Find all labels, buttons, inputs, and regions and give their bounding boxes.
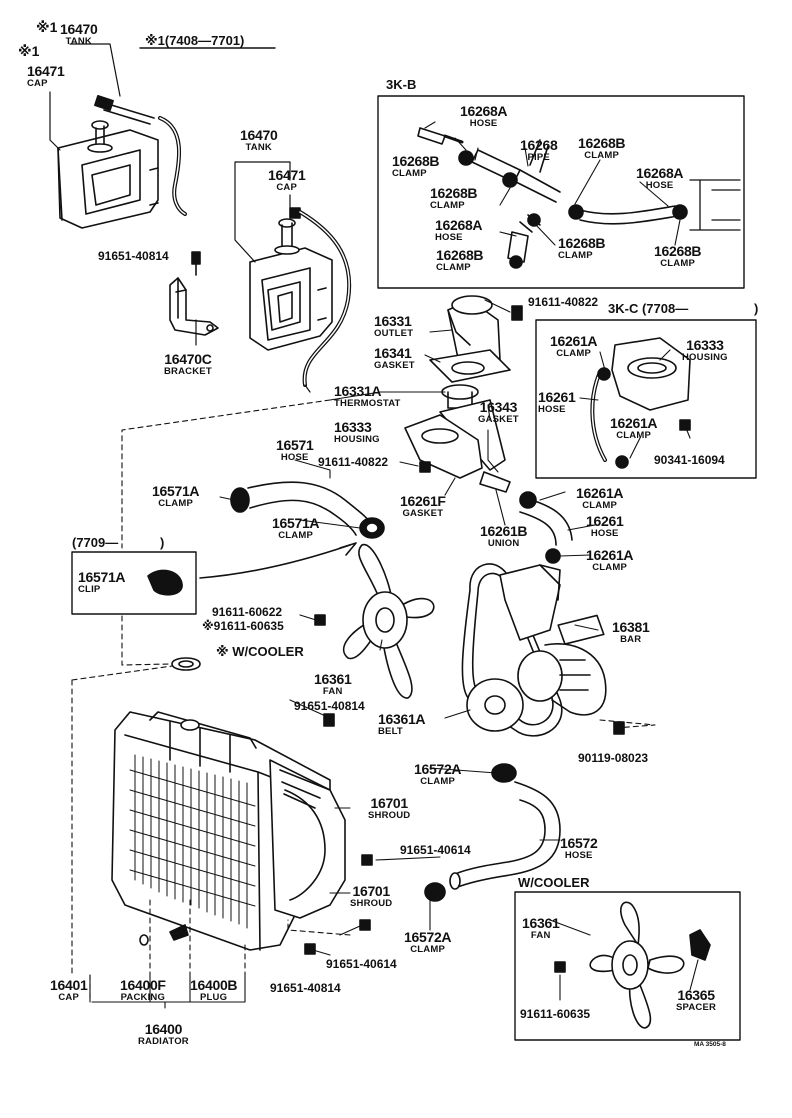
label-91651-40614-b: 91651-40614 <box>326 957 397 971</box>
reserve-tank-early <box>57 94 187 229</box>
radiator-cap-16401 <box>171 657 201 671</box>
note-top-mark-2: ※1 <box>18 43 40 59</box>
label-91651-40814-c: 91651-40814 <box>270 981 341 995</box>
label-91611-60635-b: 91611-60635 <box>520 1007 591 1021</box>
note-w-cooler-box: W/COOLER <box>518 875 590 890</box>
label-91611-40822-a: 91611-40822 <box>528 295 599 309</box>
label-91611-60635-a: ※91611-60635 <box>202 619 284 633</box>
label-91651-40814-a: 91651-40814 <box>98 249 169 263</box>
note-clip-range-a: (7709— <box>72 535 119 550</box>
box-3kc-detail <box>535 319 757 479</box>
box-3kb-detail <box>377 95 745 289</box>
radiator-16400 <box>111 711 373 955</box>
note-clip-range-b: ) <box>160 535 165 550</box>
belt-and-pulleys <box>461 563 625 737</box>
note-w-cooler: ※ W/COOLER <box>216 644 304 659</box>
diagram-tag: MA 3505-8 <box>694 1041 726 1048</box>
lower-hose-16572 <box>424 763 561 902</box>
label-91611-60622: 91611-60622 <box>212 605 283 619</box>
label-90119-08023: 90119-08023 <box>578 751 649 765</box>
thermostat-outlet-assembly <box>404 295 523 493</box>
note-3kc: 3K-C (7708— <box>608 301 689 316</box>
w-cooler-box <box>514 891 741 1041</box>
note-top-range: ※1(7408—7701) <box>145 33 245 48</box>
cooling-fan-16361 <box>314 543 435 699</box>
clip-detail-box <box>71 542 357 615</box>
note-3kc-end: ) <box>754 301 759 316</box>
note-3kb: 3K-B <box>386 77 417 92</box>
bracket-16470c <box>169 251 219 336</box>
reserve-tank-16470 <box>249 207 352 387</box>
label-91651-40614-a: 91651-40614 <box>400 843 471 857</box>
label-91611-40822-b: 91611-40822 <box>318 455 389 469</box>
label-90341-16094: 90341-16094 <box>654 453 725 467</box>
note-top-mark-1: ※1 <box>36 19 58 35</box>
label-91651-40814-b: 91651-40814 <box>294 699 365 713</box>
bypass-hose-16261 <box>519 491 573 564</box>
